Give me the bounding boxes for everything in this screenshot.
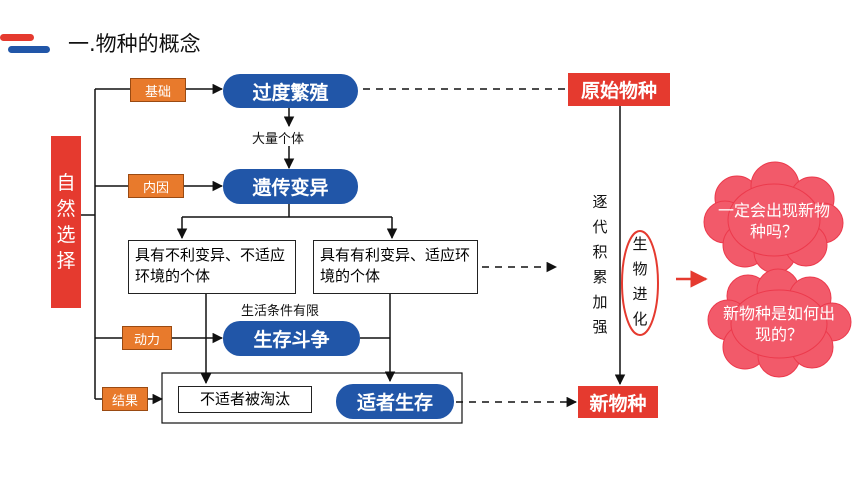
evo-char-1: 生 xyxy=(632,235,648,253)
node-struggle-for-existence: 生存斗争 xyxy=(223,321,360,356)
node-survival-of-fittest: 适者生存 xyxy=(336,384,454,419)
node-original-species: 原始物种 xyxy=(568,73,670,106)
node-many-individuals: 大量个体 xyxy=(252,132,305,147)
cloud-shape-2 xyxy=(707,268,852,378)
acc-char-3: 积 xyxy=(592,243,608,261)
label-internal: 内因 xyxy=(128,174,184,198)
evo-char-4: 化 xyxy=(632,310,648,328)
evo-char-2: 物 xyxy=(632,260,648,278)
acc-char-5: 加 xyxy=(592,293,608,311)
nat-char-3: 选 xyxy=(56,224,76,246)
node-favorable-variation: 具有有利变异、适应环境的个体 xyxy=(313,240,478,294)
evo-char-3: 进 xyxy=(632,285,648,303)
question-new-species: 一定会出现新物种吗？ xyxy=(718,201,831,241)
acc-char-4: 累 xyxy=(592,268,608,286)
node-limited-conditions: 生活条件有限 xyxy=(241,304,320,319)
nat-char-2: 然 xyxy=(56,198,76,220)
acc-char-2: 代 xyxy=(592,218,608,236)
node-heritable-variation: 遗传变异 xyxy=(223,169,358,204)
node-over-reproduction: 过度繁殖 xyxy=(223,74,358,108)
page-title: 一.物种的概念 xyxy=(68,32,201,56)
cloud-shape-1 xyxy=(703,161,844,274)
evolution-text: 生 物 进 化 xyxy=(630,232,650,332)
node-unfit-eliminated: 不适者被淘汰 xyxy=(178,386,312,413)
acc-char-1: 逐 xyxy=(592,193,608,211)
node-unfavorable-variation: 具有不利变异、不适应环境的个体 xyxy=(128,240,296,294)
nat-char-1: 自 xyxy=(56,172,76,194)
label-result: 结果 xyxy=(102,387,148,411)
label-basis: 基础 xyxy=(130,78,186,102)
nat-char-4: 择 xyxy=(56,250,76,272)
question-how-appear: 新物种是如何出现的？ xyxy=(722,304,835,344)
natural-selection-bar: 自 然 选 择 xyxy=(51,136,81,308)
acc-char-6: 强 xyxy=(592,318,608,336)
label-driving: 动力 xyxy=(122,326,172,350)
title-decoration xyxy=(0,34,50,53)
accumulate-text: 逐 代 积 累 加 强 xyxy=(590,190,610,340)
node-new-species: 新物种 xyxy=(578,386,658,418)
